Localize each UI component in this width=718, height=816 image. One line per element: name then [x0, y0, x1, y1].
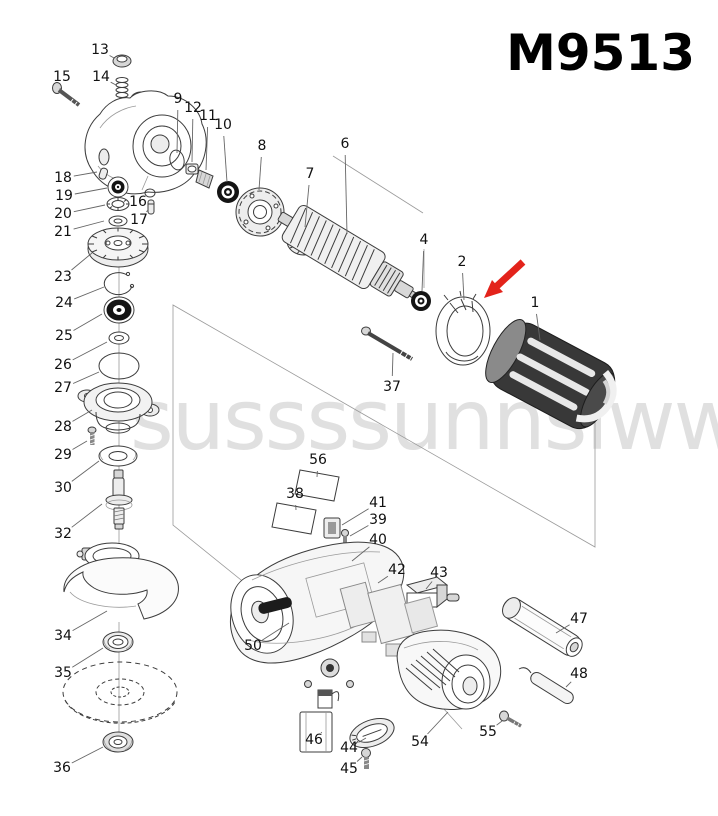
part-label-9: 9 — [173, 91, 183, 107]
part-label-18: 18 — [54, 170, 72, 186]
part-label-16: 16 — [129, 194, 147, 210]
part-1-drawing — [485, 319, 617, 430]
part-label-26: 26 — [54, 357, 72, 373]
part-label-28: 28 — [54, 419, 72, 435]
part-label-27: 27 — [54, 380, 72, 396]
highlight-arrow — [484, 259, 526, 298]
part-23-drawing — [87, 227, 149, 268]
part-label-42: 42 — [388, 562, 406, 578]
part-50-drawing — [229, 541, 439, 688]
part-label-17: 17 — [130, 212, 148, 228]
part-label-54: 54 — [411, 734, 429, 750]
part-label-55: 55 — [479, 724, 497, 740]
part-2-drawing — [435, 290, 491, 366]
part-12-drawing — [185, 163, 199, 175]
part-label-34: 34 — [54, 628, 72, 644]
part-label-12: 12 — [184, 100, 202, 116]
part-15-drawing — [52, 82, 82, 110]
part-label-15: 15 — [53, 69, 71, 85]
part-54-drawing — [396, 629, 502, 710]
part-label-14: 14 — [92, 69, 110, 85]
part-29-drawing — [87, 426, 97, 445]
part-label-35: 35 — [54, 665, 72, 681]
part-36-drawing — [102, 731, 134, 753]
part-30-drawing — [98, 445, 138, 467]
part-label-39: 39 — [369, 512, 387, 528]
part-label-47: 47 — [570, 611, 588, 627]
part-label-23: 23 — [54, 269, 72, 285]
part-25-drawing — [103, 296, 135, 324]
part-21-drawing — [108, 215, 128, 227]
makita-logo — [258, 597, 292, 614]
part-47-drawing — [502, 597, 583, 657]
part-45-drawing — [361, 748, 371, 769]
part-label-43: 43 — [430, 565, 448, 581]
part-label-44: 44 — [340, 740, 358, 756]
part-35-drawing — [102, 631, 134, 653]
part-24-drawing — [103, 271, 135, 296]
part-41-drawing — [323, 517, 341, 539]
part-label-6: 6 — [340, 136, 350, 152]
part-label-41: 41 — [369, 495, 387, 511]
part-label-20: 20 — [54, 206, 72, 222]
part-56-drawing — [294, 469, 340, 502]
part-label-46: 46 — [305, 732, 323, 748]
part-label-1: 1 — [530, 295, 540, 311]
part-4-drawing — [411, 291, 431, 311]
part-48-drawing — [518, 667, 574, 705]
part-28-drawing — [77, 382, 160, 434]
model-title: M9513 — [506, 24, 695, 82]
part-label-50: 50 — [244, 638, 262, 654]
part-label-11: 11 — [199, 108, 217, 124]
part-10-drawing — [217, 181, 239, 203]
part-label-19: 19 — [55, 188, 73, 204]
part-gear-housing-drawing — [84, 90, 207, 195]
part-19-drawing — [107, 176, 129, 198]
part-label-25: 25 — [55, 328, 73, 344]
part-44-drawing — [349, 717, 395, 749]
part-16-drawing — [144, 188, 156, 198]
part-8-drawing — [235, 187, 285, 237]
part-20-drawing — [106, 197, 130, 211]
part-label-37: 37 — [383, 379, 401, 395]
part-13-drawing — [112, 54, 132, 68]
grinding-wheel-drawing — [62, 661, 178, 724]
part-11-drawing — [195, 169, 214, 189]
part-label-45: 45 — [340, 761, 358, 777]
part-38-drawing — [271, 502, 317, 535]
watermark: sussssunnslwwn — [130, 371, 718, 469]
part-label-4: 4 — [419, 232, 429, 248]
part-label-13: 13 — [91, 42, 109, 58]
part-26-drawing — [108, 331, 130, 345]
part-39-drawing — [341, 529, 349, 544]
part-34-drawing — [63, 542, 179, 620]
part-label-10: 10 — [214, 117, 232, 133]
part-55-drawing — [499, 710, 522, 728]
part-label-8: 8 — [257, 138, 267, 154]
part-label-38: 38 — [286, 486, 304, 502]
part-label-2: 2 — [457, 254, 467, 270]
part-label-56: 56 — [309, 452, 327, 468]
part-46-drawing — [299, 689, 340, 753]
part-label-36: 36 — [53, 760, 71, 776]
part-37-drawing — [361, 326, 414, 362]
part-label-40: 40 — [369, 532, 387, 548]
part-label-24: 24 — [55, 295, 73, 311]
part-label-21: 21 — [54, 224, 72, 240]
leader-lines — [59, 55, 572, 764]
part-label-30: 30 — [54, 480, 72, 496]
part-label-7: 7 — [305, 166, 315, 182]
part-label-32: 32 — [54, 526, 72, 542]
part-9-drawing — [169, 149, 185, 171]
part-label-29: 29 — [54, 447, 72, 463]
part-label-48: 48 — [570, 666, 588, 682]
part-17-drawing — [147, 199, 155, 215]
part-18-drawing — [98, 167, 109, 180]
part-32-drawing — [105, 469, 133, 530]
part-27-drawing — [98, 352, 140, 380]
